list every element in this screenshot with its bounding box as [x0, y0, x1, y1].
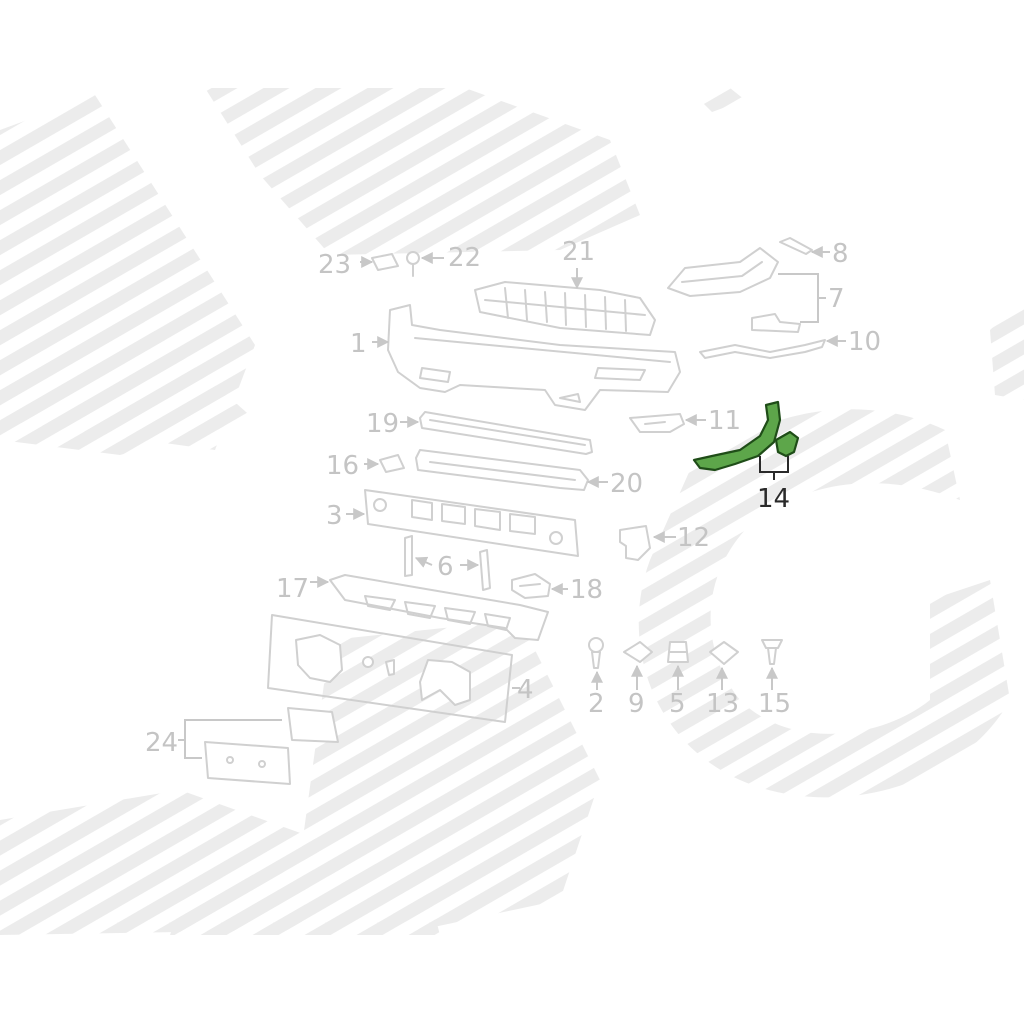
label-11: 11	[708, 406, 741, 436]
part-4-bracket-kit[interactable]: 4	[267, 614, 534, 723]
part-10-strip[interactable]: 10	[699, 327, 881, 359]
part-21-grille[interactable]: 21	[474, 237, 656, 336]
part-7-trim[interactable]: 7	[667, 247, 845, 333]
part-22-screw[interactable]: 22	[406, 243, 481, 277]
part-20-valance[interactable]: 20	[415, 449, 643, 499]
label-23: 23	[318, 250, 351, 280]
part-3-reinforcement[interactable]: 3	[326, 489, 579, 557]
label-6: 6	[437, 552, 454, 582]
label-17: 17	[276, 574, 309, 604]
part-23-clip[interactable]: 23	[318, 250, 399, 280]
label-8: 8	[832, 239, 849, 269]
label-9: 9	[628, 689, 645, 719]
label-10: 10	[848, 327, 881, 357]
label-19: 19	[366, 409, 399, 439]
label-7: 7	[828, 284, 845, 314]
label-5: 5	[669, 689, 686, 719]
part-5-retainer[interactable]: 5	[667, 641, 689, 719]
label-15: 15	[758, 689, 791, 719]
label-21: 21	[562, 237, 595, 267]
part-14-bracket-highlighted[interactable]: 14	[692, 400, 800, 514]
label-24: 24	[145, 728, 178, 758]
label-12: 12	[677, 523, 710, 553]
label-2: 2	[588, 689, 605, 719]
part-8-clip[interactable]: 8	[779, 237, 849, 269]
label-18: 18	[570, 575, 603, 605]
label-14: 14	[757, 484, 790, 514]
part-12-bracket[interactable]: 12	[619, 523, 710, 561]
part-15-pushpin[interactable]: 15	[758, 639, 791, 719]
part-16-bracket[interactable]: 16	[326, 451, 405, 481]
part-1-bumper[interactable]: 1	[350, 304, 681, 411]
label-3: 3	[326, 501, 343, 531]
part-2-pushpin[interactable]: 2	[588, 637, 605, 719]
label-4: 4	[517, 675, 534, 705]
part-11-lamp-bezel[interactable]: 11	[629, 406, 741, 436]
part-19-grille-insert[interactable]: 19	[366, 409, 593, 455]
part-13-clip[interactable]: 13	[706, 641, 739, 719]
label-1: 1	[350, 329, 367, 359]
label-22: 22	[448, 243, 481, 273]
label-20: 20	[610, 469, 643, 499]
part-18-fog-bezel[interactable]: 18	[511, 573, 603, 605]
part-24-plate-brackets[interactable]: 24	[145, 707, 339, 785]
watermark	[0, 88, 1024, 935]
part-17-skid-plate[interactable]: 17	[276, 574, 549, 641]
part-9-clip[interactable]: 9	[623, 641, 653, 719]
label-13: 13	[706, 689, 739, 719]
part-6-brackets[interactable]: 6	[404, 535, 491, 591]
label-16: 16	[326, 451, 359, 481]
